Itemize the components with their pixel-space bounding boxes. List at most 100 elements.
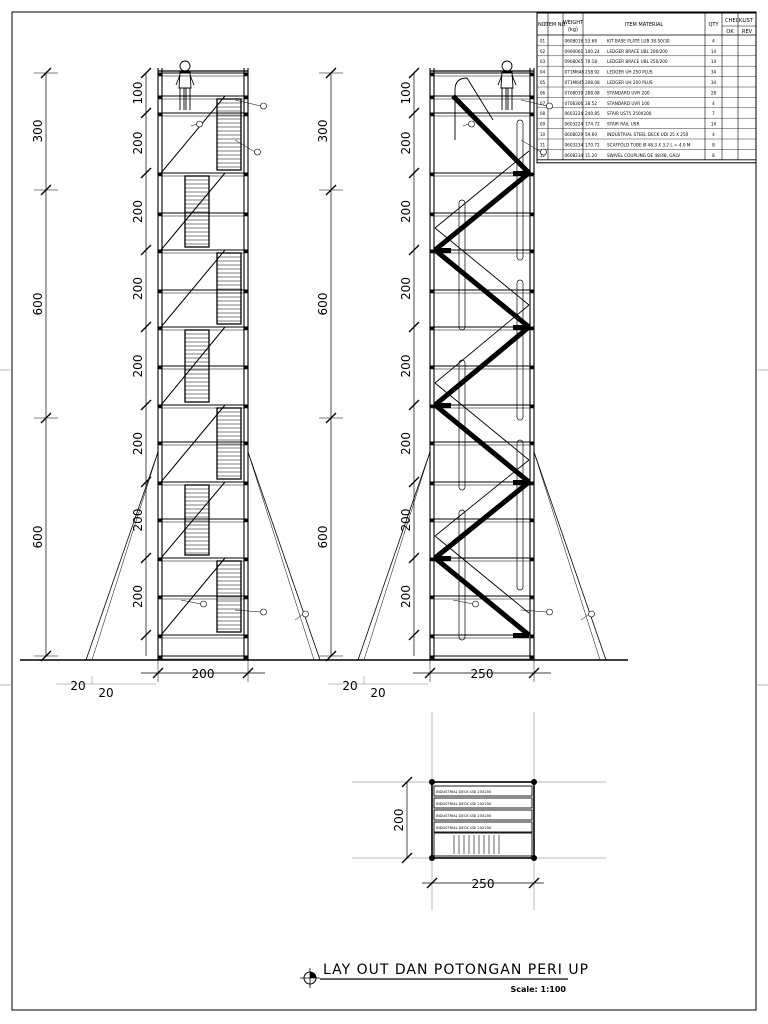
dim-outer-label: 600 bbox=[316, 293, 330, 316]
node-rosette bbox=[158, 481, 162, 486]
node-rosette bbox=[530, 172, 534, 177]
bom-cell-qty: 7 bbox=[712, 111, 715, 116]
bom-cell-qty: 34 bbox=[711, 70, 717, 75]
bom-cell-qty: 34 bbox=[711, 80, 717, 85]
plan-dim-tick bbox=[401, 852, 413, 864]
bom-cell-material: STANDARD UVR 100 bbox=[607, 101, 650, 106]
worker-figure-icon bbox=[497, 60, 517, 110]
stair-module bbox=[216, 560, 242, 633]
dim-tick-level bbox=[408, 244, 420, 256]
dim-level-label: 100 bbox=[131, 82, 145, 105]
stair-rail-loop bbox=[516, 119, 524, 261]
node-rosette bbox=[158, 249, 162, 254]
bom-cell-weight: 59.60 bbox=[585, 132, 597, 137]
node-rosette bbox=[430, 212, 434, 217]
worker-figure-icon bbox=[175, 60, 195, 110]
outrigger-prop bbox=[533, 451, 601, 661]
stair-run bbox=[433, 171, 531, 252]
node-rosette bbox=[244, 655, 248, 660]
node-rosette bbox=[530, 557, 534, 562]
bom-cell-material: KIT BASE PLATE LUB 38-50/30 bbox=[607, 38, 670, 43]
outrigger-prop bbox=[357, 451, 431, 661]
node-rosette bbox=[530, 365, 534, 370]
bom-cell-weight: 170.72 bbox=[585, 142, 600, 147]
node-rosette bbox=[244, 441, 248, 446]
node-rosette bbox=[430, 72, 434, 77]
callout-leader bbox=[180, 599, 202, 605]
node-rosette bbox=[530, 326, 534, 331]
node-rosette bbox=[244, 212, 248, 217]
node-rosette bbox=[158, 289, 162, 294]
node-rosette bbox=[244, 481, 248, 486]
node-rosette bbox=[158, 404, 162, 409]
plan-corner-node bbox=[531, 779, 537, 785]
dim-level-label: 100 bbox=[399, 82, 413, 105]
bom-header-item-material: ITEM MATERIAL bbox=[625, 22, 664, 28]
bom-header-weight: WEIGHT bbox=[563, 20, 584, 26]
node-rosette bbox=[244, 72, 248, 77]
dim-level-label: 200 bbox=[131, 277, 145, 300]
bom-cell-no: 07 bbox=[540, 101, 546, 106]
bom-cell-qty: 4 bbox=[712, 101, 715, 106]
outrigger-prop bbox=[533, 451, 607, 661]
stair-landing bbox=[435, 403, 451, 408]
callout-leader bbox=[294, 613, 304, 621]
bom-cell-weight: 100.24 bbox=[585, 49, 600, 54]
bom-cell-qty: 14 bbox=[711, 59, 717, 64]
diagonal-brace bbox=[160, 95, 226, 174]
bom-cell-item: 0603224 bbox=[565, 111, 584, 116]
node-rosette bbox=[244, 249, 248, 254]
node-rosette bbox=[430, 365, 434, 370]
dim-outer-label: 600 bbox=[31, 526, 45, 549]
outrigger-prop bbox=[91, 451, 159, 661]
dim-tick-level bbox=[140, 167, 152, 179]
node-rosette bbox=[244, 404, 248, 409]
dim-tick-level bbox=[140, 244, 152, 256]
stair-handrail bbox=[434, 459, 530, 537]
callout-bubble bbox=[472, 600, 479, 608]
node-rosette bbox=[430, 518, 434, 523]
stair-handrail bbox=[434, 150, 530, 229]
node-rosette bbox=[158, 365, 162, 370]
dim-tick-level bbox=[140, 552, 152, 564]
dim-tick-level bbox=[408, 552, 420, 564]
node-rosette bbox=[430, 634, 434, 639]
node-rosette bbox=[530, 518, 534, 523]
node-rosette bbox=[244, 518, 248, 523]
dim-tick-level bbox=[408, 321, 420, 333]
node-rosette bbox=[158, 212, 162, 217]
node-rosette bbox=[158, 326, 162, 331]
plan-deck bbox=[433, 809, 533, 821]
bom-header-qty: QTY bbox=[708, 22, 719, 28]
worker-head bbox=[501, 60, 513, 72]
bom-cell-weight: 28.52 bbox=[585, 101, 597, 106]
stair-landing bbox=[513, 171, 529, 176]
dim-tick-level bbox=[408, 107, 420, 119]
dim-tick-level bbox=[408, 167, 420, 179]
bom-header-ok: OK bbox=[726, 29, 734, 35]
stair-module bbox=[216, 407, 242, 480]
section-symbol-fill bbox=[310, 972, 316, 978]
stair-rail-loop bbox=[516, 279, 524, 421]
bom-cell-no: 02 bbox=[540, 49, 546, 54]
bom-cell-qty: 28 bbox=[711, 90, 717, 95]
node-rosette bbox=[244, 365, 248, 370]
dim-tick-level bbox=[140, 67, 152, 79]
dim-offset-label: 20 bbox=[342, 679, 357, 693]
dim-level-label: 200 bbox=[131, 132, 145, 155]
node-rosette bbox=[530, 249, 534, 254]
callout-bubble bbox=[260, 608, 267, 616]
plan-deck bbox=[433, 821, 533, 833]
worker-body bbox=[178, 71, 192, 89]
bom-cell-weight: 70.18 bbox=[585, 59, 597, 64]
sheet-border bbox=[11, 11, 757, 1011]
diagonal-brace bbox=[160, 249, 226, 328]
bom-cell-qty: 14 bbox=[711, 49, 717, 54]
plan-corner-node bbox=[531, 855, 537, 861]
bom-cell-material: SWIVEL COUPLING DE 48/48, GALV bbox=[607, 153, 680, 158]
bom-cell-weight: 208.08 bbox=[585, 80, 600, 85]
dim-tick-level bbox=[408, 629, 420, 641]
